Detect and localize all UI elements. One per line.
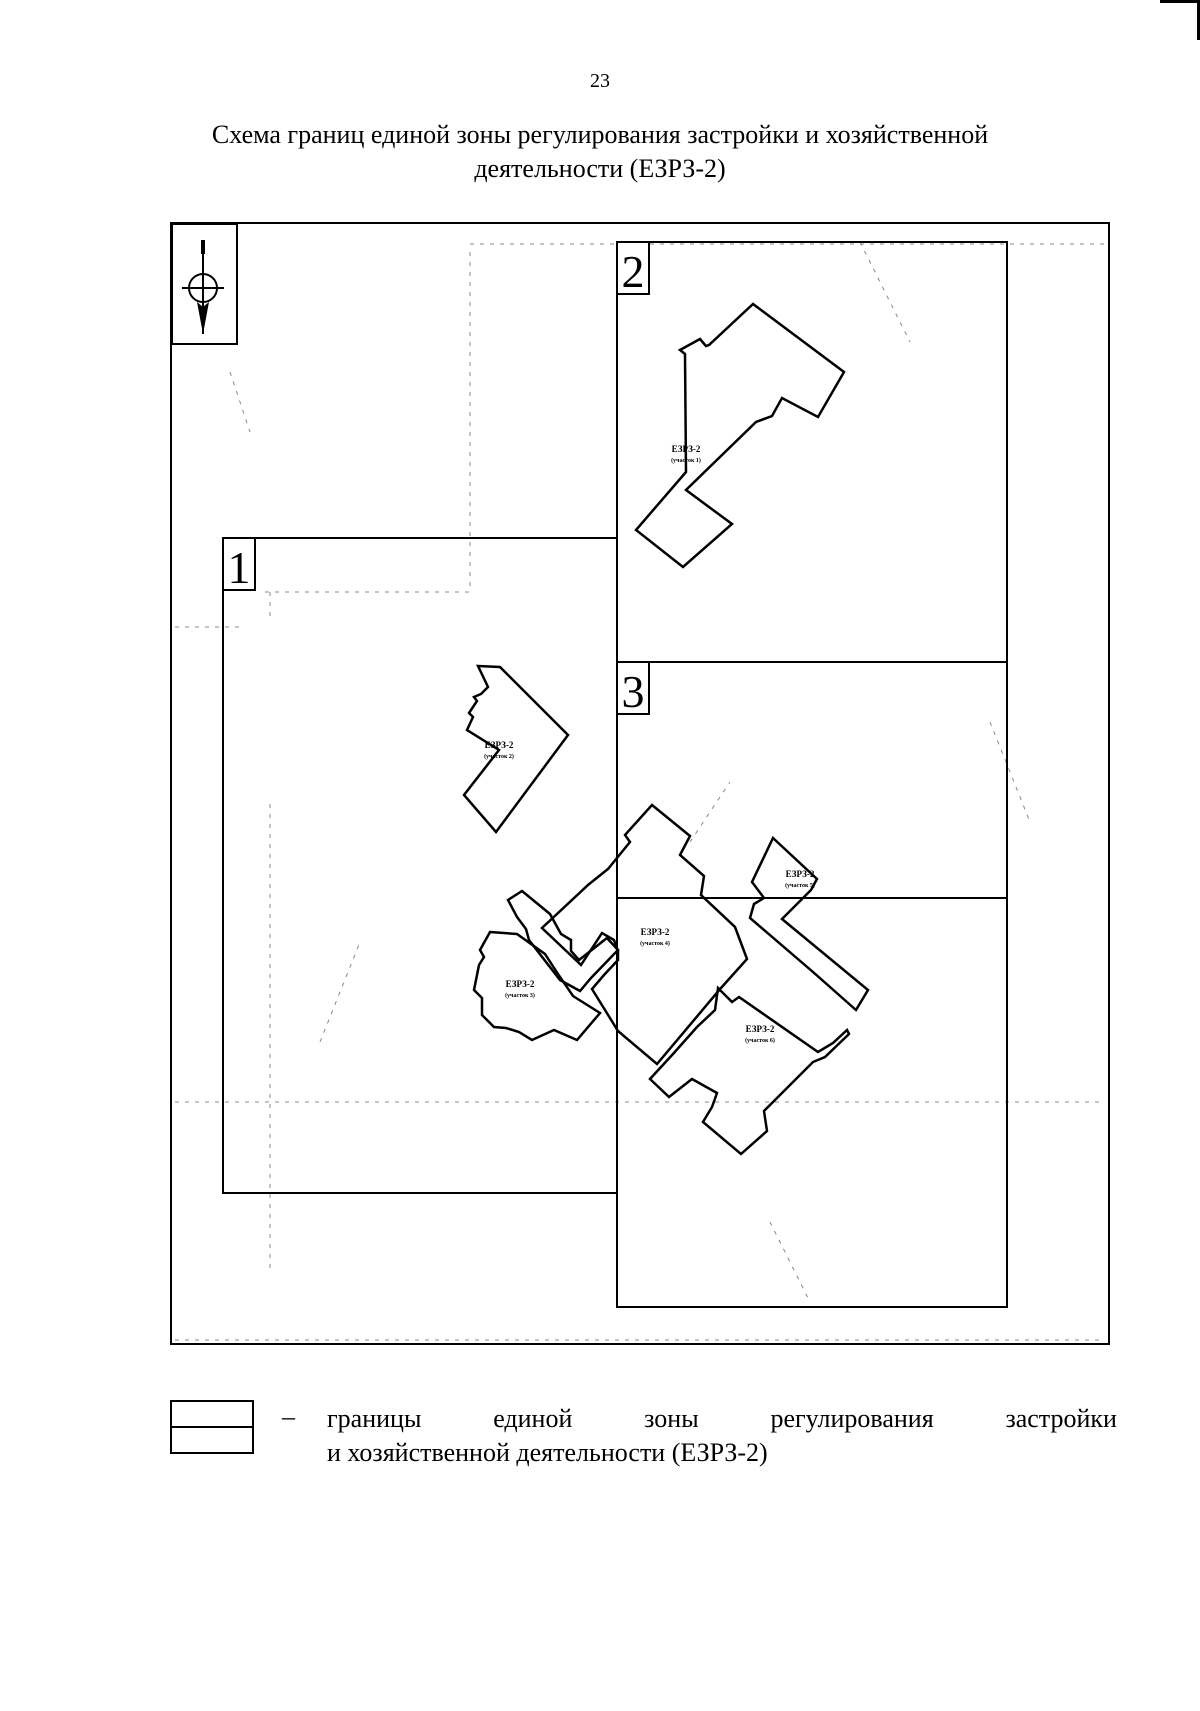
legend: – границы единой зоны регулирования заст… <box>170 1396 1117 1516</box>
page-corner-mark <box>1160 0 1200 40</box>
zone-2-polygon <box>462 664 570 834</box>
legend-word: единой <box>493 1404 573 1433</box>
zone-2-sub: (участок 2) <box>484 753 514 760</box>
zone-6-polygon <box>648 985 851 1156</box>
zone-6-label: ЕЗРЗ-2 <box>746 1024 775 1034</box>
legend-boundary-swatch <box>170 1400 254 1454</box>
background-lines <box>175 241 1105 1341</box>
sheet-2-label-box <box>616 241 650 295</box>
legend-word: границы <box>327 1404 422 1433</box>
zone-4-label: ЕЗРЗ-2 <box>641 927 670 937</box>
zone-5-sub: (участок 5) <box>785 882 815 889</box>
zone-4-polygon <box>540 803 749 1066</box>
map-frame <box>170 222 1110 1345</box>
zone-2-label: ЕЗРЗ-2 <box>485 740 514 750</box>
zone-4-sub: (участок 4) <box>640 940 670 947</box>
legend-word: застройки <box>1005 1404 1117 1433</box>
page-title: Схема границ единой зоны регулирования з… <box>211 120 989 183</box>
sheet-2-label: 2 <box>622 246 645 297</box>
page-number: 23 <box>590 70 610 92</box>
zone-1-label: ЕЗРЗ-2 <box>672 444 701 454</box>
legend-word: регулирования <box>770 1404 934 1433</box>
sheet-1-label: 1 <box>228 542 251 593</box>
legend-word: зоны <box>644 1404 699 1433</box>
north-arrow-icon <box>171 223 238 345</box>
map-canvas: 1 2 3 ЕЗРЗ-2 (участок 1) ЕЗРЗ-2 <box>170 222 1110 1345</box>
sheet-3-boundary <box>616 661 1008 1308</box>
legend-line-2: и хозяйственной деятельности (ЕЗРЗ-2) <box>327 1438 768 1467</box>
zone-1-sub: (участок 1) <box>671 457 701 464</box>
sheet-1-boundary <box>222 537 618 1194</box>
zone-1-polygon <box>634 302 846 569</box>
zone-5-polygon <box>748 835 870 1012</box>
legend-line-1: границы единой зоны регулирования застро… <box>327 1402 1117 1436</box>
zone-6-sub: (участок 6) <box>745 1037 775 1044</box>
zone-4-strip <box>506 889 620 993</box>
legend-text: границы единой зоны регулирования застро… <box>327 1402 1117 1470</box>
zone-3-polygon <box>472 930 602 1042</box>
legend-dash: – <box>282 1402 295 1431</box>
map-scheme: 1 2 3 ЕЗРЗ-2 (участок 1) ЕЗРЗ-2 <box>170 222 1110 1347</box>
zone-5-label: ЕЗРЗ-2 <box>786 869 815 879</box>
sheet-1-label-box <box>222 537 256 591</box>
zone-3-label: ЕЗРЗ-2 <box>506 979 535 989</box>
zone-3-sub: (участок 3) <box>505 992 535 999</box>
sheet-3-label: 3 <box>622 666 645 717</box>
sheet-3-label-box <box>616 661 650 715</box>
